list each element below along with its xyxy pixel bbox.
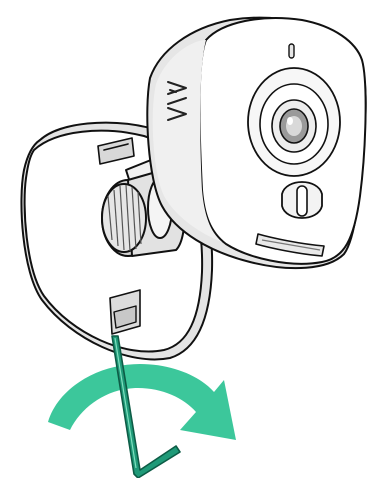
rotate-arrow-icon	[48, 364, 236, 440]
